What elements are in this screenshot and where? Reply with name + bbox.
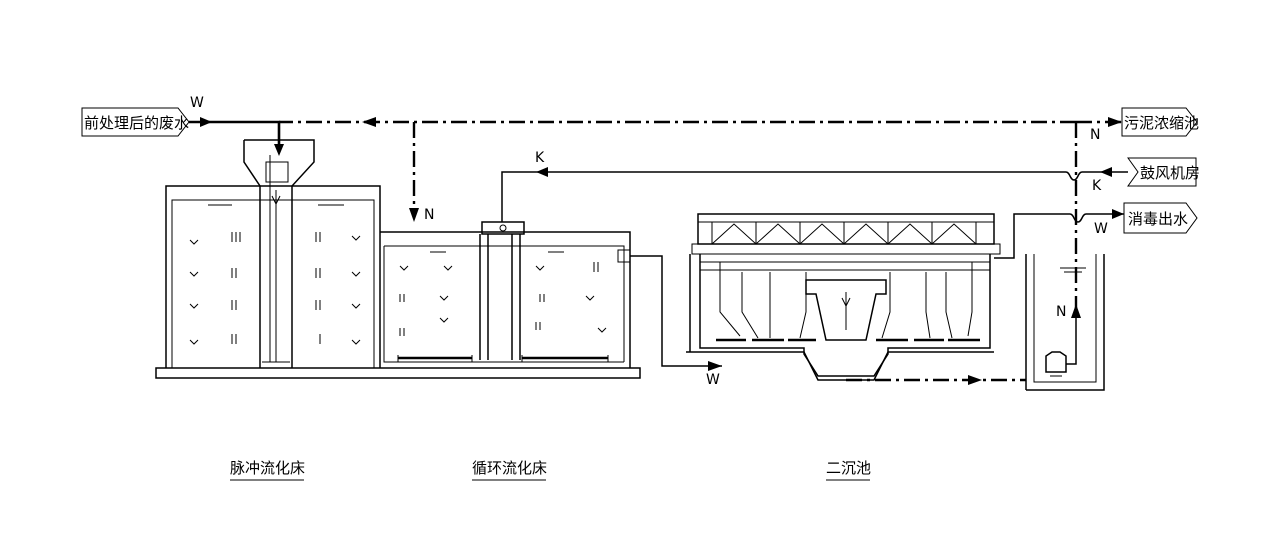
- disinfection-outlet-label: 消毒出水: [1128, 210, 1188, 228]
- w-outlet-letter: W: [1094, 221, 1108, 237]
- n-return-letter: N: [424, 207, 434, 223]
- effluent-outlet-line: [994, 209, 1124, 259]
- sludge-pump-well: [1025, 254, 1105, 391]
- sludge-thickener-tag: 污泥浓缩池: [1121, 107, 1199, 137]
- pretreated-wastewater-label: 前处理后的废水: [84, 114, 189, 132]
- circulating-bed-label: 循环流化床: [472, 459, 547, 477]
- circulating-fluidized-bed: [380, 221, 631, 368]
- pulse-bed-title: 脉冲流化床: [230, 459, 305, 481]
- n-right-letter: N: [1090, 127, 1100, 143]
- pulse-bed-label: 脉冲流化床: [230, 459, 305, 477]
- w-inlet-letter: W: [190, 95, 204, 111]
- k-air-letter-right: K: [1092, 178, 1102, 194]
- blower-room-tag: 鼓风机房: [1127, 157, 1200, 187]
- k-air-letter-top: K: [535, 150, 545, 166]
- bed-to-clarifier-line: [630, 255, 722, 371]
- secondary-clarifier: [686, 213, 1026, 385]
- w-bottom-letter: W: [706, 372, 720, 388]
- clarifier-label: 二沉池: [826, 459, 871, 477]
- wastewater-inlet-line: [189, 117, 284, 156]
- air-supply-line: [501, 167, 1128, 222]
- sludge-thickener-label: 污泥浓缩池: [1124, 114, 1199, 132]
- disinfection-outlet-tag: 消毒出水: [1123, 202, 1198, 234]
- pulse-fluidized-bed: [155, 139, 641, 379]
- n-pump-letter: N: [1056, 304, 1066, 320]
- pretreated-wastewater-tag: 前处理后的废水: [81, 107, 190, 137]
- circulating-bed-title: 循环流化床: [472, 459, 547, 481]
- sludge-return-dashdot-line: [279, 117, 1122, 316]
- blower-room-label: 鼓风机房: [1140, 164, 1200, 182]
- clarifier-title: 二沉池: [826, 459, 871, 481]
